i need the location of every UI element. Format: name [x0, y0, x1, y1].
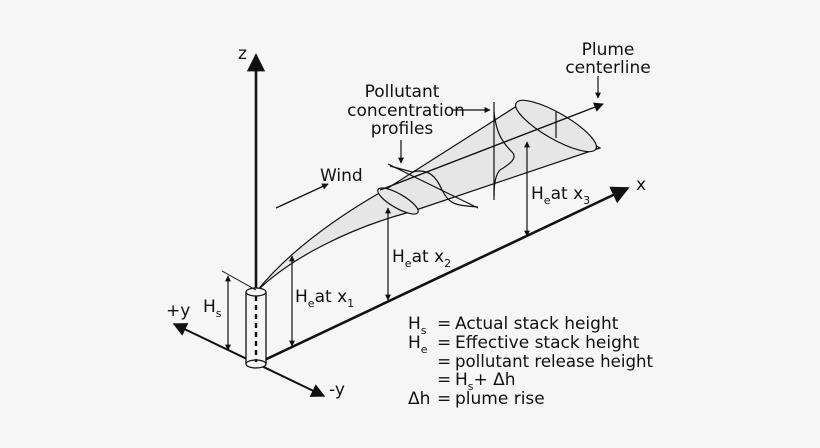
legend-he-symbol: He: [408, 333, 428, 356]
legend-eq-1: =: [437, 314, 451, 334]
minus-y-axis-label: -y: [329, 380, 345, 400]
legend-eq-3: =: [437, 352, 451, 372]
he-x2-label: Heat x2: [392, 247, 451, 270]
legend: Hs = Actual stack height He = Effective …: [408, 314, 653, 409]
legend-eq-2: =: [437, 333, 451, 353]
profile-curve-x3: [493, 111, 515, 197]
hs-label: Hs: [203, 297, 222, 320]
x-axis-label: x: [636, 175, 646, 195]
plume-centerline-label-2: centerline: [565, 58, 650, 78]
legend-he-definition: Effective stack height: [455, 333, 640, 353]
hs-guide: [221, 270, 257, 291]
he-x1-label: Heat x1: [295, 287, 354, 310]
legend-eq-5: =: [437, 389, 451, 409]
plume-section-x2: [377, 187, 419, 215]
plume-centerline-label-1: Plume: [582, 40, 635, 60]
profiles-label-2: concentration: [347, 101, 465, 121]
profiles-label-1: Pollutant: [365, 82, 440, 102]
legend-dh-symbol: Δh: [408, 389, 430, 409]
legend-he-equation: Hs+ Δh: [455, 370, 516, 393]
wind-arrow: [275, 183, 329, 209]
legend-dh-definition: plume rise: [455, 389, 545, 409]
legend-hs-definition: Actual stack height: [455, 314, 619, 334]
legend-hs-symbol: Hs: [408, 314, 427, 337]
profile-axis-x2: [387, 163, 479, 209]
profiles-label-3: profiles: [371, 119, 434, 139]
stack: [245, 287, 267, 369]
he-x3-label: Heat x3: [531, 184, 590, 207]
legend-he-definition-2: pollutant release height: [455, 352, 653, 372]
legend-eq-4: =: [437, 370, 451, 390]
wind-label: Wind: [320, 166, 363, 186]
plus-y-axis-label: +y: [166, 301, 190, 321]
plume-centerline-line: [379, 102, 604, 191]
z-axis-label: z: [238, 44, 247, 64]
